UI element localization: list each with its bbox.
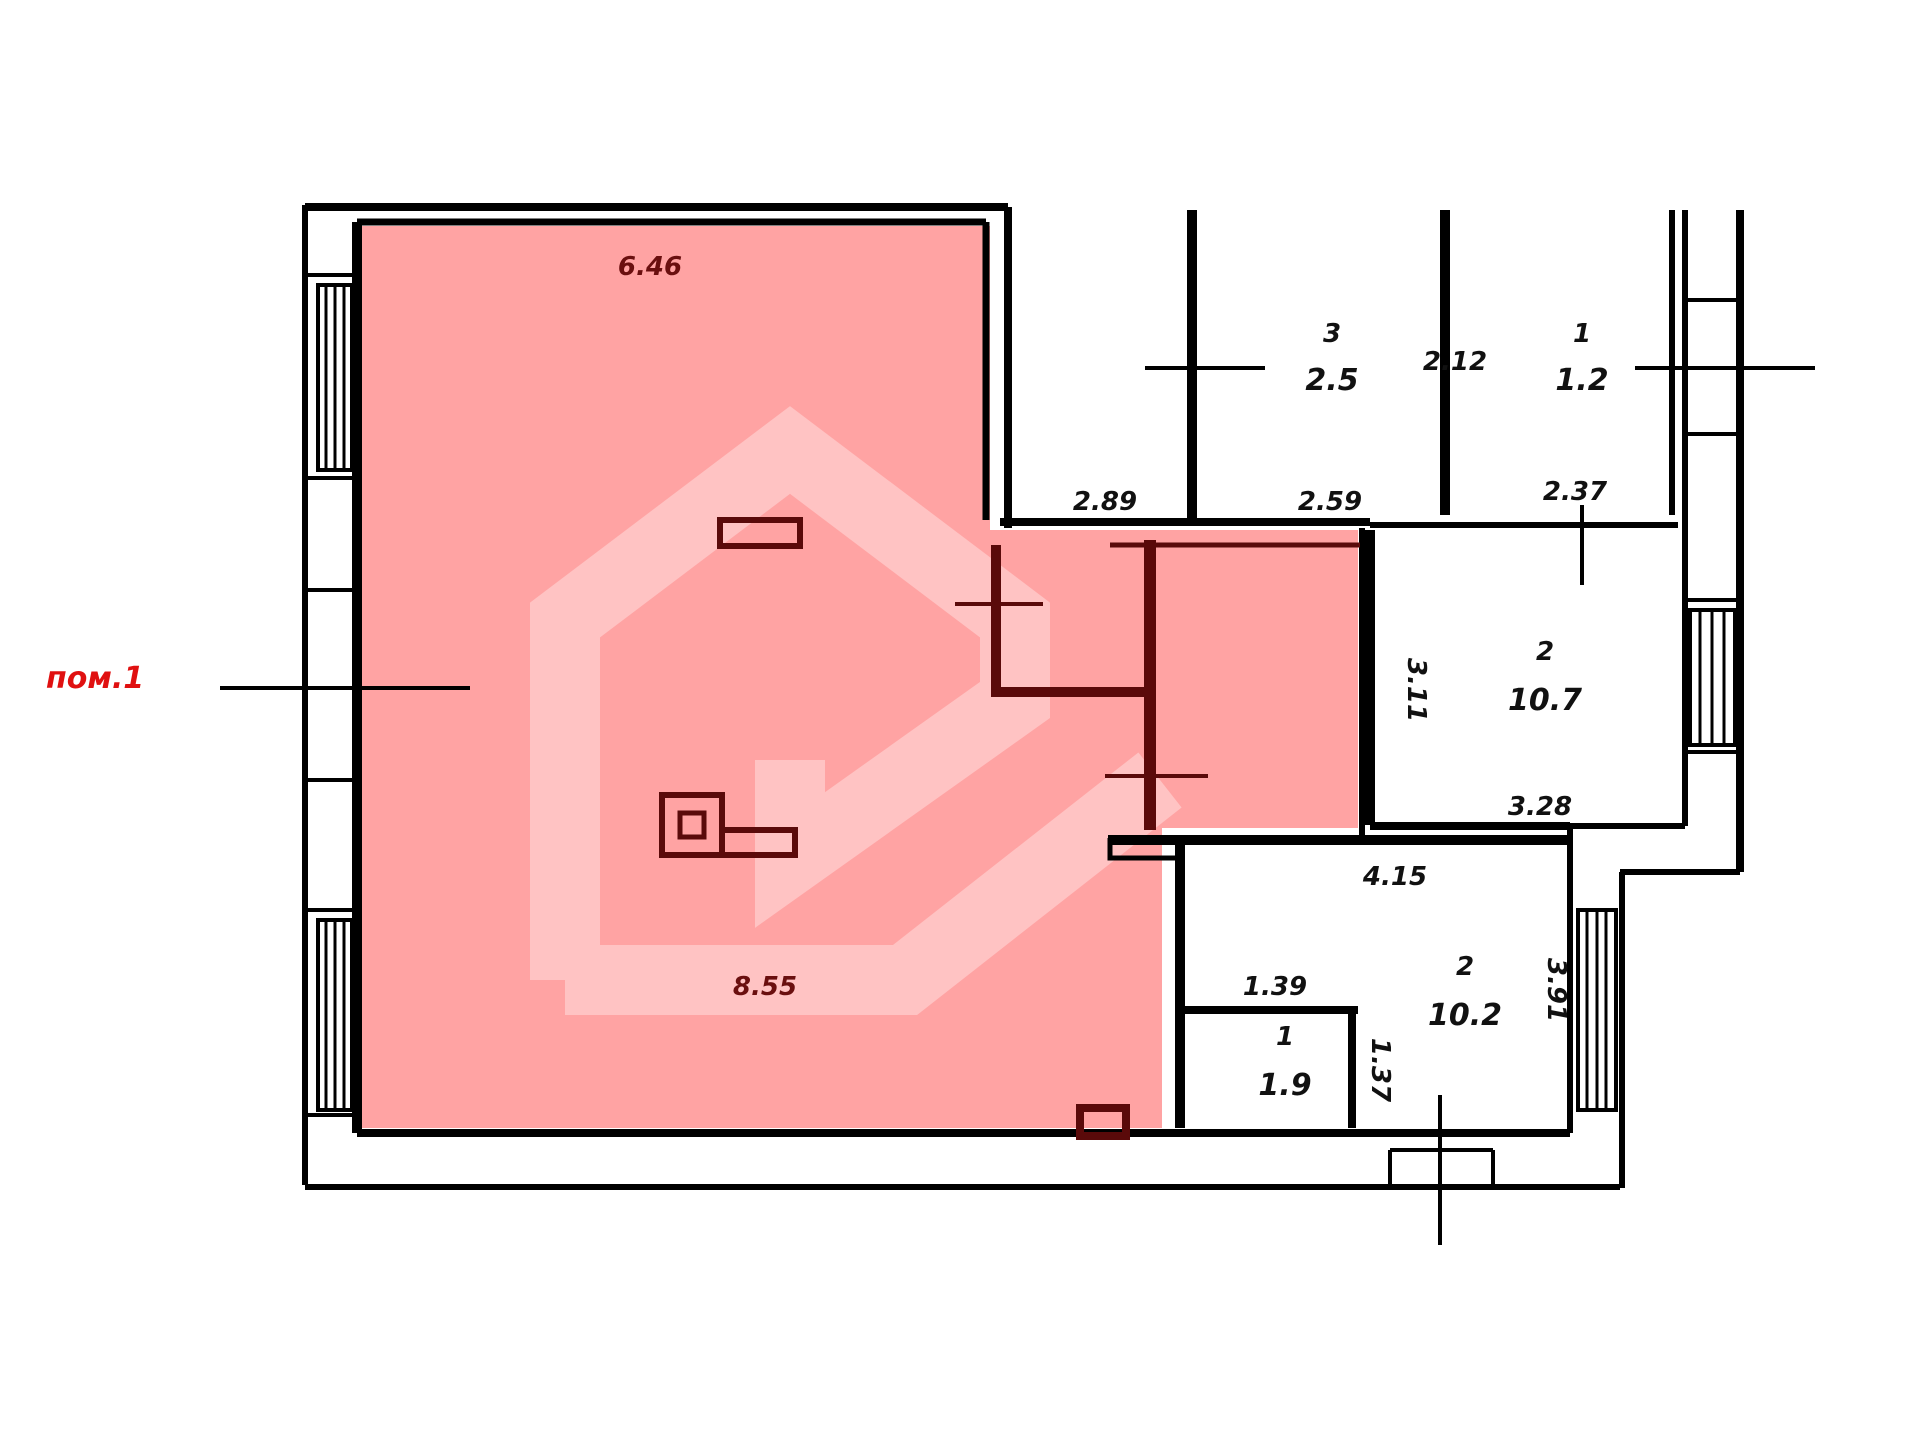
main-hall-fill — [357, 226, 1358, 1128]
room-bath: 1 1.9 — [1258, 1022, 1311, 1103]
room-lower-number: 2 — [1456, 952, 1474, 982]
dim-bath-top: 1.39 — [1243, 972, 1307, 1002]
dim-bath-side: 1.37 — [1365, 1038, 1395, 1103]
room-bath-number: 1 — [1276, 1022, 1294, 1052]
dim-lower-room-top: 4.15 — [1362, 862, 1427, 892]
right-wall-segments — [1685, 298, 1740, 754]
sink-counter-icon — [722, 827, 798, 858]
room-top-right-area: 1.2 — [1555, 363, 1608, 398]
highlighted-partitions — [659, 517, 1360, 1140]
windows — [305, 273, 1740, 1117]
room-right-area: 10.7 — [1508, 683, 1582, 718]
room-top-right-number: 1 — [1573, 319, 1591, 349]
room-top-middle-text: 2.12 — [1423, 347, 1487, 377]
door-opening-bottom — [1388, 1148, 1495, 1188]
room-lower-area: 10.2 — [1428, 998, 1502, 1033]
dim-room-top-a: 2.59 — [1298, 487, 1362, 517]
dim-right-room-side: 3.11 — [1401, 658, 1431, 722]
sink-outer-icon — [659, 792, 725, 858]
room-right-number: 2 — [1536, 637, 1554, 667]
dim-room-top-b: 2.37 — [1543, 477, 1608, 507]
section-lines — [220, 366, 1815, 1245]
outer-walls — [302, 203, 1744, 1190]
house-logo-icon — [530, 406, 1182, 1015]
dim-top-main: 6.46 — [618, 252, 682, 282]
dim-corridor-top: 2.89 — [1073, 487, 1137, 517]
room-top-left-number: 3 — [1323, 319, 1341, 349]
door-ledge — [1107, 838, 1180, 861]
partition-dark-a — [991, 545, 1150, 697]
sink-inner-icon — [677, 810, 707, 840]
room-lower: 2 10.2 — [1428, 952, 1502, 1033]
room-top-right: 1 1.2 — [1555, 319, 1608, 398]
room-top-left-area: 2.5 — [1305, 363, 1358, 398]
dim-right-room-bottom: 3.28 — [1508, 792, 1572, 822]
left-wall-segments — [305, 273, 357, 1117]
stove-icon — [717, 517, 803, 549]
highlighted-premises — [357, 226, 1358, 1128]
dim-lower-room-side: 3.91 — [1541, 958, 1571, 1022]
interior-walls — [1000, 210, 1678, 1128]
floor-label: пом.1 — [46, 661, 144, 696]
room-bath-area: 1.9 — [1258, 1068, 1311, 1103]
room-top-left: 3 2.5 — [1305, 319, 1358, 398]
riser-icon — [1076, 1104, 1130, 1140]
dim-bottom-main: 8.55 — [733, 972, 797, 1002]
room-right: 2 10.7 — [1508, 637, 1582, 718]
